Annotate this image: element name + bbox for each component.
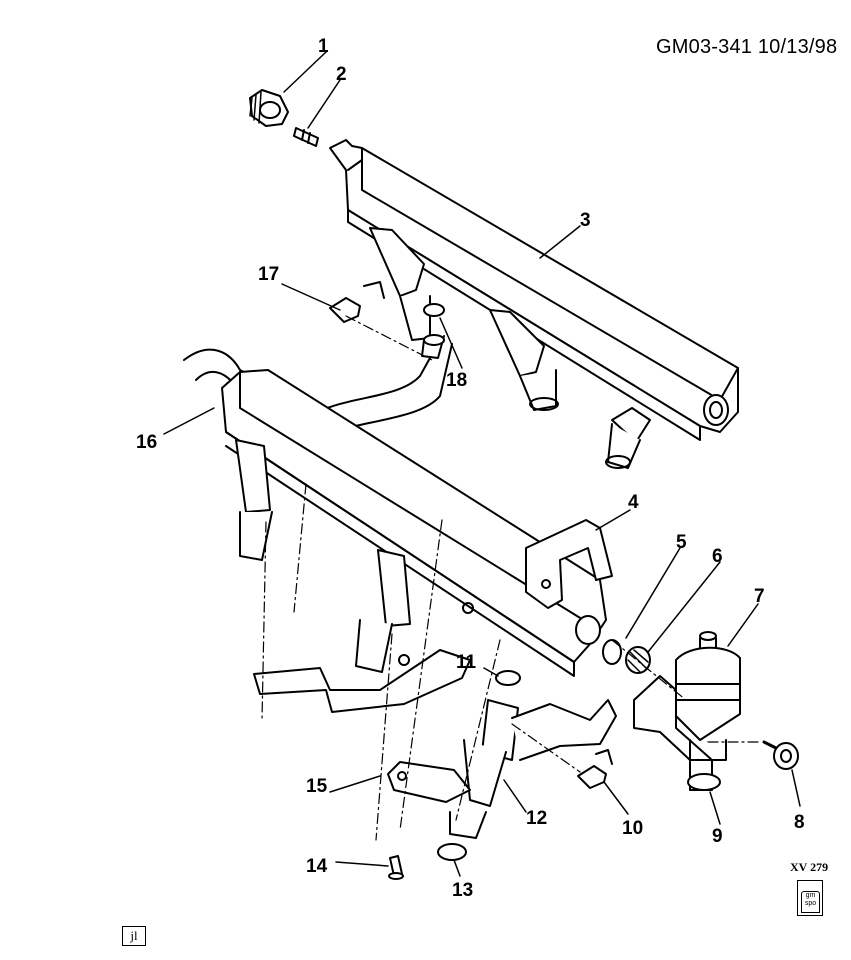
rail-end-bracket-part	[525, 519, 613, 609]
reference-code: XV 279	[790, 860, 829, 874]
o-ring-18-part	[421, 303, 445, 359]
callout-9: 9	[712, 826, 723, 847]
valve-part	[293, 127, 319, 147]
bolt-part	[762, 740, 799, 770]
gm-spo-logo-icon: gm spo	[797, 880, 823, 916]
clip-17-part	[329, 281, 385, 323]
callout-3: 3	[580, 210, 591, 231]
callout-7: 7	[754, 586, 765, 607]
callout-10: 10	[622, 818, 643, 839]
document-id-date: GM03-341 10/13/98	[656, 36, 838, 58]
callout-4: 4	[628, 492, 639, 513]
callout-8: 8	[794, 812, 805, 833]
logo-text-spo: spo	[804, 900, 817, 907]
callout-14: 14	[306, 856, 328, 877]
bracket-15-part	[387, 761, 471, 803]
callout-16: 16	[136, 432, 157, 453]
callout-15: 15	[306, 776, 328, 797]
o-ring-5-part	[602, 639, 622, 665]
logo-inner: gm spo	[801, 891, 820, 913]
lower-bracket-part	[253, 602, 474, 713]
callout-5: 5	[676, 532, 687, 553]
screw-part	[388, 855, 404, 880]
corner-tag: jl	[122, 926, 146, 946]
lower-fuel-rail-part	[183, 339, 607, 677]
callout-2: 2	[336, 64, 347, 85]
o-ring-9-part	[687, 773, 721, 791]
injector-12-part	[449, 699, 617, 839]
callout-11: 11	[456, 652, 477, 673]
pressure-regulator-part	[633, 631, 741, 791]
o-ring-13-part	[437, 843, 467, 861]
callout-18: 18	[446, 370, 467, 391]
filter-part	[625, 646, 651, 674]
callout-17: 17	[258, 264, 279, 285]
callout-1: 1	[318, 36, 329, 57]
o-ring-11-part	[495, 670, 521, 686]
callout-6: 6	[712, 546, 723, 567]
callout-13: 13	[452, 880, 473, 901]
callout-12: 12	[526, 808, 547, 829]
upper-fuel-rail-part	[329, 139, 739, 469]
clip-10-part	[577, 749, 613, 789]
logo-text-gm: gm	[805, 892, 816, 899]
cap-part	[249, 89, 289, 127]
